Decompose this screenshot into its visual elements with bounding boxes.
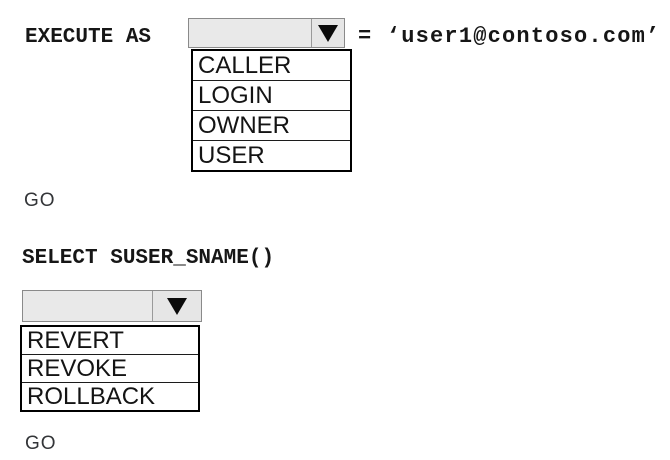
code-select-suser-sname: SELECT SUSER_SNAME() (22, 247, 275, 270)
list-item-user[interactable]: USER (198, 142, 265, 169)
execute-as-dropdown-value[interactable] (189, 19, 311, 47)
execute-as-options-list: CALLER LOGIN OWNER USER (191, 49, 352, 172)
dropdown-arrow-icon (167, 297, 187, 315)
execute-as-dropdown[interactable] (188, 18, 345, 48)
list-item-caller[interactable]: CALLER (193, 51, 350, 81)
list-item-revert[interactable]: REVERT (22, 327, 198, 355)
list-item-login[interactable]: LOGIN (193, 81, 350, 111)
statement-dropdown-button[interactable] (152, 291, 201, 321)
go-statement-2: GO (25, 433, 57, 454)
statement-dropdown[interactable] (22, 290, 202, 322)
list-item-revoke[interactable]: REVOKE (22, 355, 198, 383)
go-statement-1: GO (24, 190, 56, 211)
execute-as-dropdown-button[interactable] (311, 19, 344, 47)
list-item-owner[interactable]: OWNER (193, 111, 350, 141)
statement-options-list: REVERT REVOKE ROLLBACK (20, 325, 200, 412)
statement-dropdown-value[interactable] (23, 291, 152, 321)
code-execute-as: EXECUTE AS (25, 26, 152, 49)
list-item-rollback[interactable]: ROLLBACK (27, 383, 156, 410)
code-user-literal: = ‘user1@contoso.com’ (358, 24, 661, 49)
dropdown-arrow-icon (318, 24, 338, 42)
